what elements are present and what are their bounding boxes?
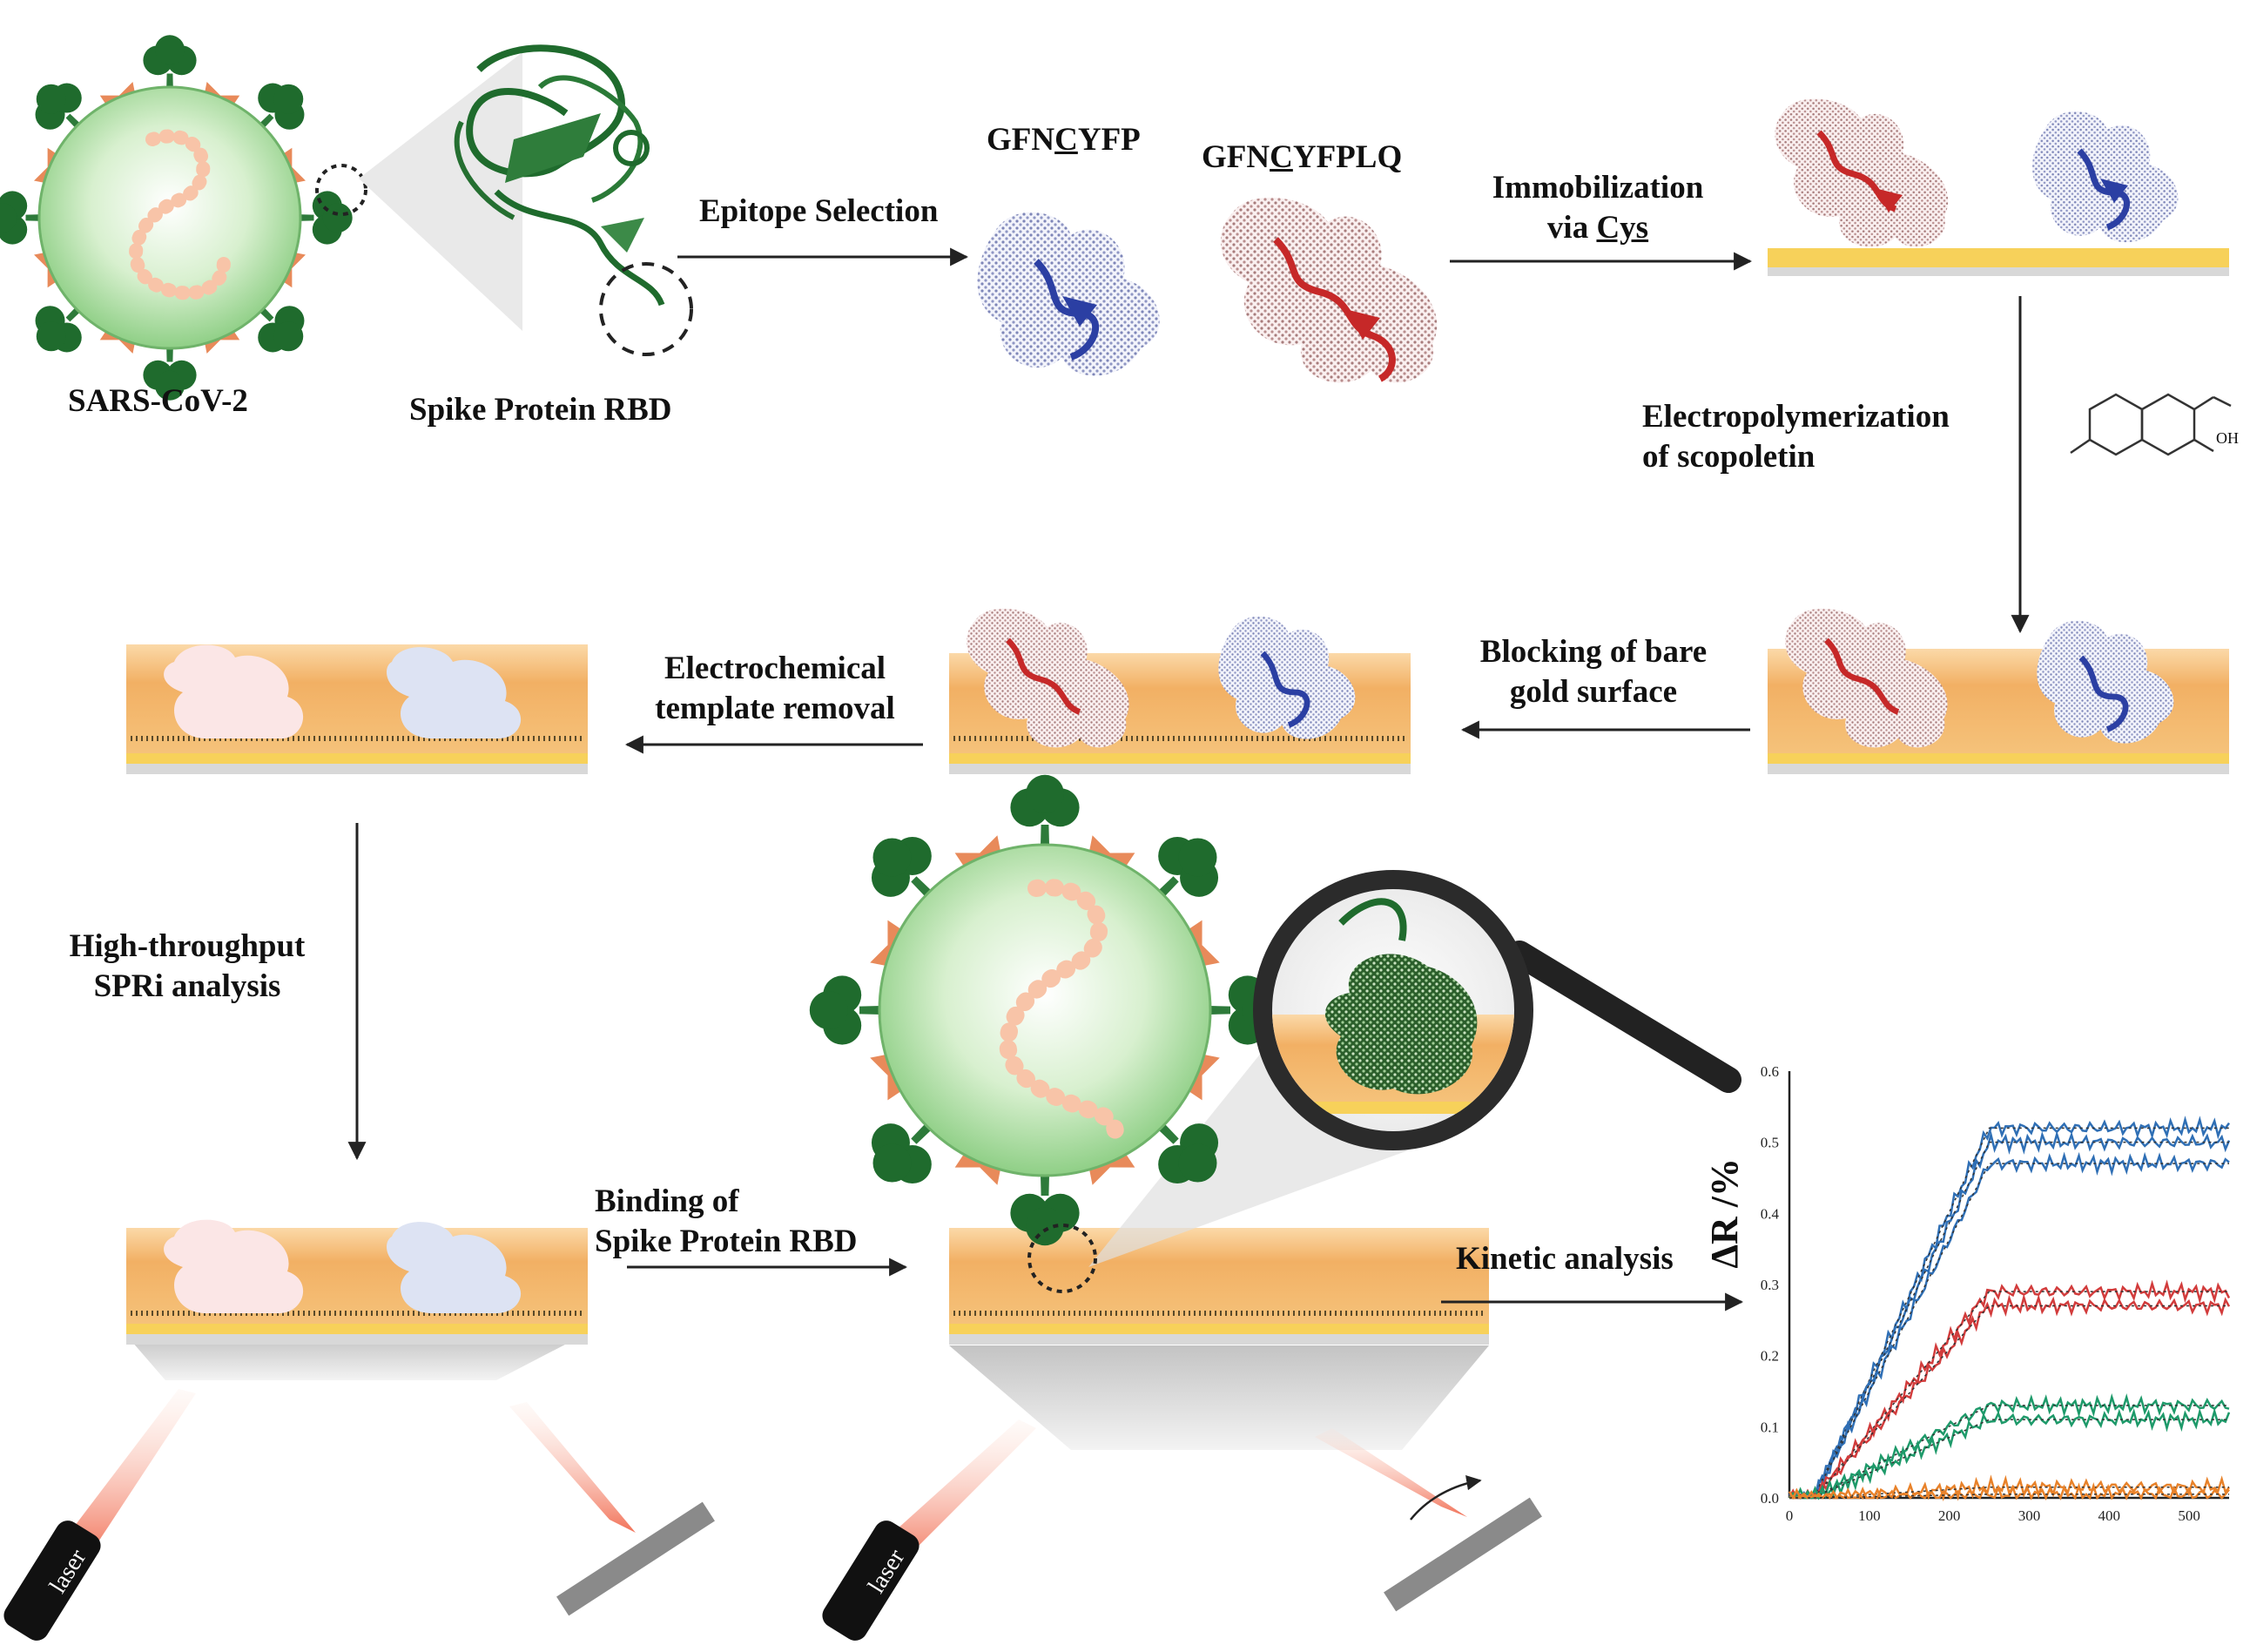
series-line [1789, 1279, 2231, 1500]
y-tick-label: 0.6 [1761, 1063, 1779, 1080]
series-line [1789, 1407, 2231, 1500]
chart-y-label: ΔR /% [1703, 1158, 1746, 1269]
spike-green [143, 332, 197, 401]
spri-setup-left [3, 1219, 715, 1641]
series-line [1789, 1392, 2230, 1500]
chip-mip-cavities [126, 644, 588, 774]
x-tick-label: 500 [2178, 1507, 2200, 1524]
label-epitope-selection: Epitope Selection [699, 193, 939, 229]
zoom-wedge [359, 52, 522, 331]
series-line [1789, 1482, 2230, 1501]
spike-green [871, 1110, 945, 1184]
series-fit-line [1789, 1305, 2229, 1499]
chip-polymer-blocked [949, 608, 1411, 774]
scopoletin-structure [2070, 393, 2232, 456]
spike-green [35, 295, 92, 353]
label-sars-cov-2: SARS-CoV-2 [68, 383, 248, 419]
series-fit-line [1789, 1163, 2229, 1499]
x-tick-label: 0 [1786, 1507, 1794, 1524]
spike-green [247, 83, 305, 140]
y-tick-label: 0.3 [1761, 1277, 1779, 1293]
series-fit-line [1789, 1291, 2229, 1499]
series-fit-line [1789, 1494, 2229, 1499]
series-line [1788, 1293, 2231, 1500]
label-spike-rbd: Spike Protein RBD [409, 392, 672, 428]
rbd-focus-circle [599, 262, 693, 356]
x-tick-label: 400 [2098, 1507, 2121, 1524]
label-oh: OH [2216, 429, 2239, 447]
spike-green [1010, 1156, 1080, 1246]
label-immobilization: Immobilization via Cys [1492, 170, 1704, 246]
kinetic-chart: 0 100 200 300 400 500 0.0 0.1 0.2 0.3 0.4 0.5 0.6 Δ… [1703, 1063, 2231, 1524]
y-tick-label: 0.5 [1761, 1135, 1779, 1151]
spike-green [809, 975, 898, 1045]
label-binding: Binding of Spike Protein RBD [595, 1183, 858, 1259]
spike-green [35, 83, 92, 140]
label-epitope-gfncyfp: GFNCYFP [987, 122, 1141, 158]
y-tick-label: 0.0 [1761, 1490, 1779, 1507]
epitope-blob-red-1 [1220, 197, 1438, 383]
x-tick-label: 100 [1858, 1507, 1881, 1524]
label-template-removal: Electrochemical template removal [655, 651, 895, 726]
spike-green [1010, 774, 1080, 864]
x-tick-label: 200 [1938, 1507, 1961, 1524]
chip-polymer-right [1768, 608, 2229, 774]
label-kinetic-analysis: Kinetic analysis [1456, 1241, 1674, 1277]
y-tick-label: 0.4 [1761, 1205, 1780, 1222]
epitope-blob-blue-1 [977, 212, 1160, 376]
virus-focus-circle [315, 164, 367, 216]
x-tick-label: 300 [2018, 1507, 2041, 1524]
series-fit-line [1789, 1419, 2229, 1499]
label-spri-analysis: High-throughput SPRi analysis [69, 928, 306, 1004]
y-tick-label: 0.2 [1761, 1348, 1779, 1365]
magnifier [1253, 870, 1741, 1150]
label-blocking: Blocking of bare gold surface [1479, 634, 1708, 710]
series-fit-line [1789, 1405, 2229, 1499]
chip-immobilized [1768, 98, 2229, 276]
virus-large [809, 774, 1281, 1293]
spike-green [247, 295, 305, 353]
rbd-ribbon [454, 44, 665, 307]
virus-small [0, 35, 353, 401]
label-epitope-gfncyfplq: GFNCYFPLQ [1202, 139, 1403, 175]
series-line [1789, 1151, 2230, 1500]
label-electropolymerization: Electropolymerization of scopoletin [1642, 399, 1950, 475]
series-fit-line [1789, 1487, 2229, 1499]
y-tick-label: 0.1 [1761, 1419, 1779, 1435]
